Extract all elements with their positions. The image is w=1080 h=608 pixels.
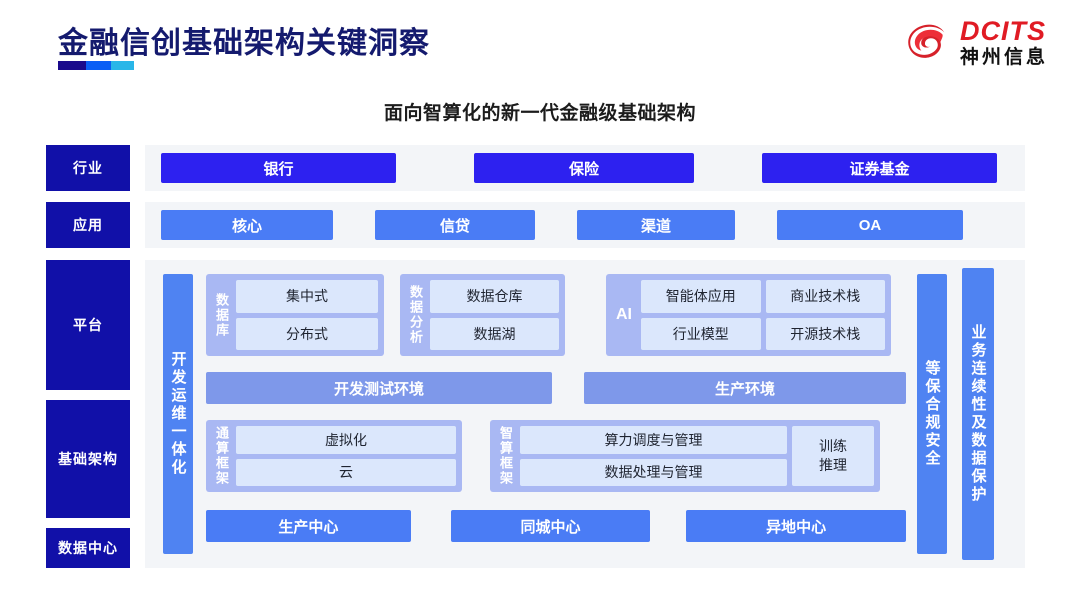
cell-agent-application[interactable]: 智能体应用 — [641, 280, 761, 313]
cell-opensource-stack[interactable]: 开源技术栈 — [765, 317, 885, 350]
group-data-analysis[interactable]: 数据分析 数据仓库 数据湖 — [400, 274, 565, 356]
industry-row-panel: 银行 保险 证券基金 — [145, 145, 1025, 191]
platform-inner-content: 数据库 集中式 分布式 数据分析 数据仓库 数据湖 AI 智能体应用 — [206, 274, 906, 554]
application-row-panel: 核心 信贷 渠道 OA — [145, 202, 1025, 248]
industry-box-securities[interactable]: 证券基金 — [762, 153, 997, 183]
application-box-channel[interactable]: 渠道 — [577, 210, 735, 240]
cell-centralized[interactable]: 集中式 — [236, 280, 378, 313]
platform-capability-row: 数据库 集中式 分布式 数据分析 数据仓库 数据湖 AI 智能体应用 — [206, 274, 906, 356]
sidebar-item-infrastructure[interactable]: 基础架构 — [46, 400, 130, 518]
cell-data-warehouse[interactable]: 数据仓库 — [430, 280, 559, 313]
cell-cloud[interactable]: 云 — [236, 458, 456, 486]
datacenter-box-remote[interactable]: 异地中心 — [686, 510, 906, 542]
vertical-bar-devops[interactable]: 开发运维一体化 — [163, 274, 193, 554]
cell-industry-model[interactable]: 行业模型 — [641, 317, 761, 350]
sidebar-item-datacenter[interactable]: 数据中心 — [46, 528, 130, 568]
dcits-swirl-icon — [908, 24, 945, 58]
company-logo: DCITS 神州信息 — [906, 18, 1048, 67]
industry-box-bank[interactable]: 银行 — [161, 153, 396, 183]
group-data-analysis-label: 数据分析 — [408, 285, 423, 345]
vertical-bar-business-continuity[interactable]: 业务连续性及数据保护 — [962, 268, 994, 560]
group-ai-label: AI — [616, 306, 632, 323]
page-title: 金融信创基础架构关键洞察 — [58, 27, 430, 60]
cell-distributed[interactable]: 分布式 — [236, 317, 378, 350]
application-box-core[interactable]: 核心 — [161, 210, 333, 240]
logo-text-cn: 神州信息 — [959, 47, 1048, 68]
env-box-dev-test[interactable]: 开发测试环境 — [206, 372, 552, 404]
cell-compute-scheduling[interactable]: 算力调度与管理 — [520, 426, 787, 454]
cell-data-processing[interactable]: 数据处理与管理 — [520, 458, 787, 486]
cell-commercial-stack[interactable]: 商业技术栈 — [765, 280, 885, 313]
group-database[interactable]: 数据库 集中式 分布式 — [206, 274, 384, 356]
logo-text-en: DCITS — [959, 16, 1046, 46]
group-intelligent-compute-label: 智算框架 — [498, 426, 513, 486]
datacenter-box-production[interactable]: 生产中心 — [206, 510, 411, 542]
cell-data-lake[interactable]: 数据湖 — [430, 317, 559, 350]
group-general-compute-label: 通算框架 — [214, 426, 229, 486]
group-database-label: 数据库 — [214, 292, 229, 338]
group-intelligent-compute-framework[interactable]: 智算框架 算力调度与管理 数据处理与管理 训练推理 — [490, 420, 880, 492]
env-box-production[interactable]: 生产环境 — [584, 372, 906, 404]
industry-box-insurance[interactable]: 保险 — [474, 153, 694, 183]
sidebar-item-platform[interactable]: 平台 — [46, 260, 130, 390]
vertical-bar-compliance-security[interactable]: 等保合规安全 — [917, 274, 947, 554]
diagram-subtitle: 面向智算化的新一代金融级基础架构 — [383, 103, 696, 124]
sidebar-item-application[interactable]: 应用 — [46, 202, 130, 248]
group-general-compute-framework[interactable]: 通算框架 虚拟化 云 — [206, 420, 462, 492]
group-ai[interactable]: AI 智能体应用 行业模型 商业技术栈 开源技术栈 — [606, 274, 891, 356]
title-accent-bar — [58, 61, 134, 70]
cell-training-inference[interactable]: 训练推理 — [792, 426, 874, 486]
environment-row: 开发测试环境 生产环境 — [206, 372, 906, 404]
compute-framework-row: 通算框架 虚拟化 云 智算框架 算力调度与管理 数据处理与管理 训练推理 — [206, 420, 906, 492]
data-center-row: 生产中心 同城中心 异地中心 — [206, 510, 906, 542]
application-box-oa[interactable]: OA — [777, 210, 963, 240]
datacenter-box-metro[interactable]: 同城中心 — [450, 510, 651, 542]
cell-virtualization[interactable]: 虚拟化 — [236, 426, 456, 454]
sidebar-item-industry[interactable]: 行业 — [46, 145, 130, 191]
application-box-credit[interactable]: 信贷 — [375, 210, 535, 240]
